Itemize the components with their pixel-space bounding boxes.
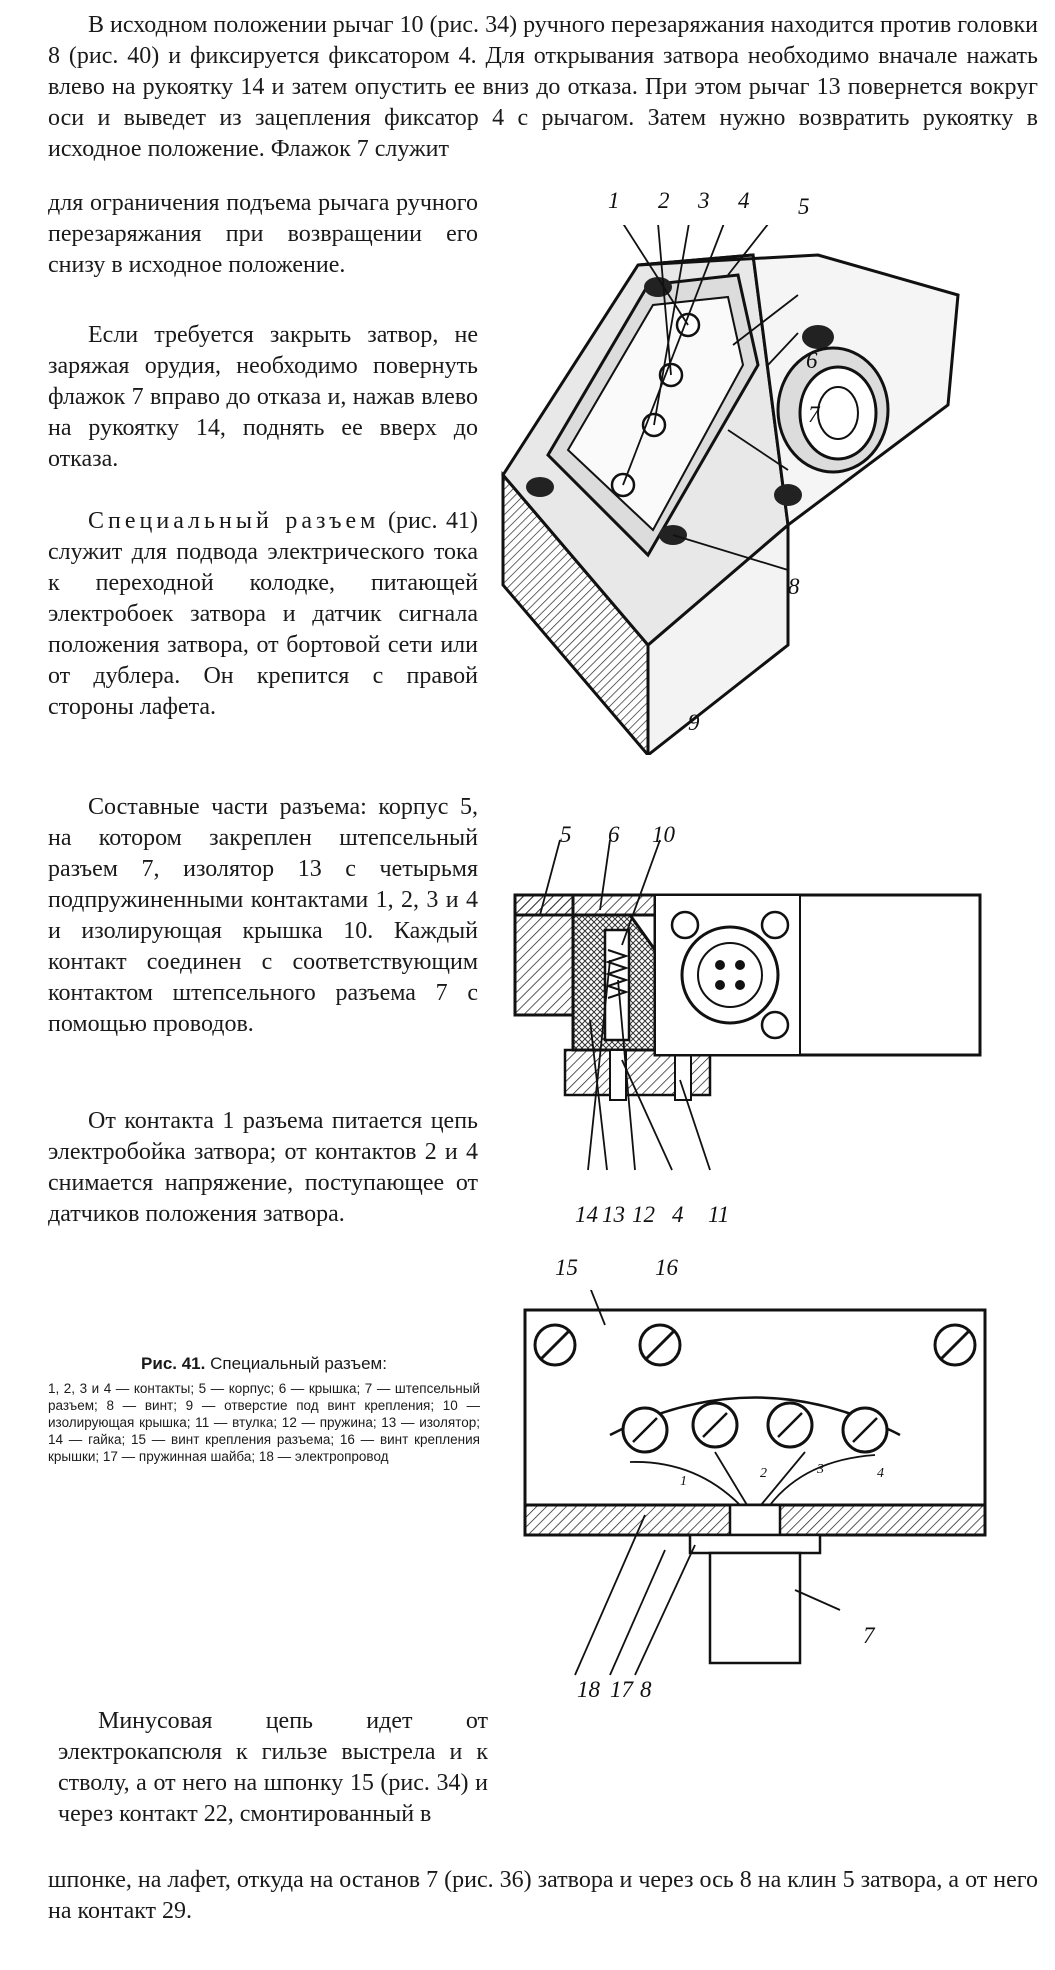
label-bot-16: 16 [655,1255,679,1280]
caption-label: Рис. 41. [141,1354,206,1373]
mount-hole [644,277,672,297]
section-plug-inner [697,942,763,1008]
label-bot-contact-3: 3 [816,1462,824,1477]
paragraph-minus-circuit: Минусовая цепь идет от электрокапсюля к … [58,1708,488,1827]
paragraph-special-connector-rest: (рис. 41) служит для подвода электрическ… [48,508,479,720]
label-top-4: 4 [738,188,750,213]
label-top-8: 8 [788,574,800,599]
mount-hole [526,477,554,497]
label-top-1: 1 [608,188,620,213]
label-bot-contact-1: 1 [680,1474,687,1489]
label-mid-11: 11 [708,1202,729,1227]
label-mid-10: 10 [652,822,676,847]
paragraph-components: Составные части разъема: корпус 5, на ко… [48,794,478,1037]
label-bot-18: 18 [577,1677,601,1702]
figure-connector-isometric [501,225,960,755]
section-screw [670,910,700,940]
figure-connector-bottom [523,1290,987,1676]
paragraph-minus-circuit-continued: шпонке, на лафет, откуда на останов 7 (р… [48,1867,1038,1924]
label-top-7: 7 [808,402,821,427]
caption-title: Рис. 41. Специальный разъем: [48,1354,480,1374]
spaced-term: Специальный разъем [88,508,380,534]
caption-body: 1, 2, 3 и 4 — контакты; 5 — корпус; 6 — … [48,1381,480,1464]
caption-title-text: Специальный разъем: [210,1354,387,1373]
paragraph-lever-reload-continued: для ограничения подъема рычага ручного п… [48,190,478,278]
screw-head [802,325,834,349]
label-top-2: 2 [658,188,670,213]
label-bot-8: 8 [640,1677,652,1702]
label-bot-7: 7 [863,1623,876,1648]
label-mid-4: 4 [672,1202,684,1227]
plug-connector-7 [708,1551,802,1665]
figure-connector-section-labels: 5 6 10 14 13 12 4 11 [560,822,729,1227]
figure-connector-bottom-labels: 15 16 18 17 8 7 1 2 3 4 [555,1255,884,1702]
label-bot-15: 15 [555,1255,578,1280]
label-mid-5: 5 [560,822,572,847]
label-top-5: 5 [798,194,810,219]
label-mid-14: 14 [575,1202,598,1227]
label-bot-17: 17 [610,1677,635,1702]
paragraph-close-breech: Если требуется закрыть затвор, не заряжа… [48,322,478,472]
label-bot-contact-2: 2 [760,1466,767,1481]
plug-socket-inner [817,386,859,440]
label-top-3: 3 [697,188,710,213]
screw-head [774,484,802,506]
label-bot-contact-4: 4 [877,1466,884,1481]
plug-socket [798,365,878,461]
label-top-9: 9 [688,710,700,735]
section-screw [760,910,790,940]
label-mid-13: 13 [602,1202,625,1227]
label-mid-12: 12 [632,1202,655,1227]
label-mid-6: 6 [608,822,620,847]
figure-caption: Рис. 41. Специальный разъем: 1, 2, 3 и 4… [48,1354,480,1465]
figure-connector-section [513,839,982,1171]
paragraph-special-connector: Специальный разъем (рис. 41) служит для … [48,506,478,723]
paragraph-contact-circuits: От контакта 1 разъема питается цепь элек… [48,1108,478,1227]
section-screw [760,1010,790,1040]
paragraph-lever-reload: В исходном положении рычаг 10 (рис. 34) … [48,12,1038,162]
label-top-6: 6 [806,348,818,373]
figure-connector-isometric-labels: 1 2 3 4 5 6 7 8 9 [608,188,821,735]
